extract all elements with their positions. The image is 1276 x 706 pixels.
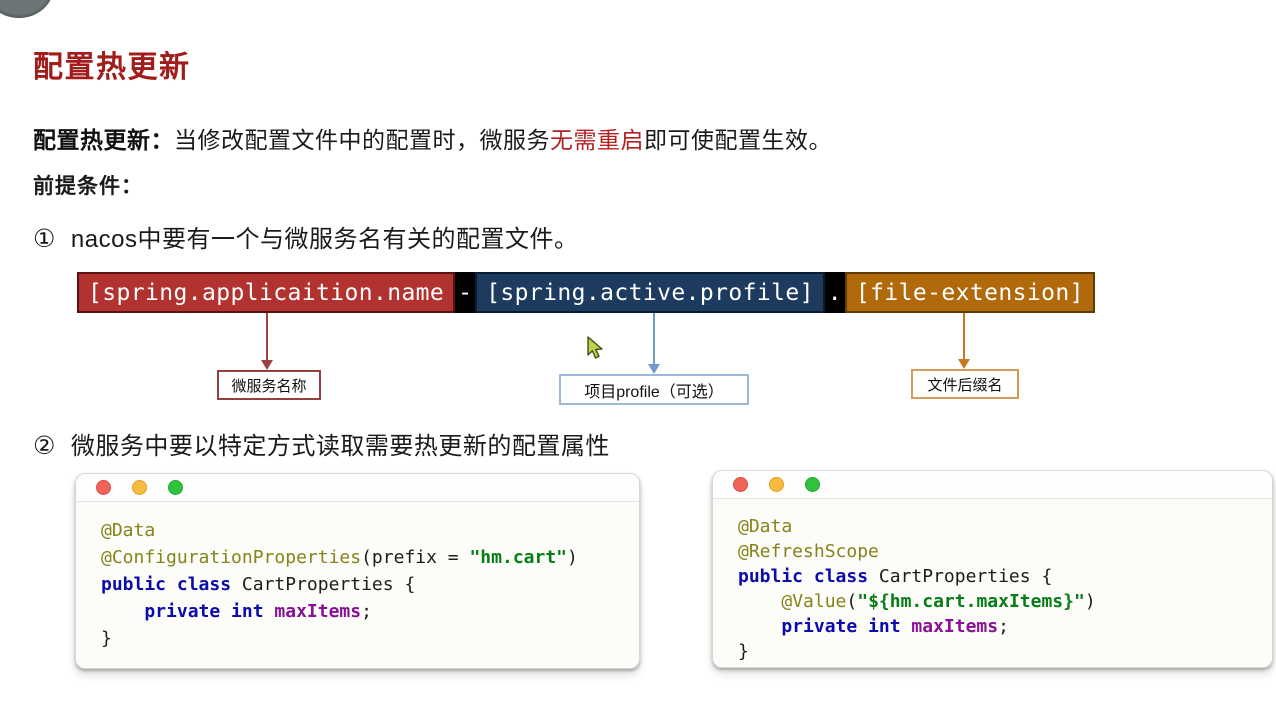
step-text: 微服务中要以特定方式读取需要热更新的配置属性 (70, 433, 610, 460)
filename-pattern-bar: [spring.applicaition.name-[spring.active… (77, 272, 1095, 313)
code-line: @RefreshScope (738, 541, 879, 562)
code-window-refresh-scope: @Data @RefreshScope public class CartPrope… (712, 470, 1273, 668)
callout-box-service-name: 微服务名称 (217, 370, 321, 400)
code-area: @Data @RefreshScope public class CartPrope… (713, 499, 1272, 664)
code-line: private int maxItems; (781, 616, 1009, 637)
no-restart-highlight: 无需重启 (550, 127, 644, 153)
arrow-head-icon (958, 359, 970, 369)
zoom-button[interactable] (168, 480, 183, 495)
step-item-1: ① nacos中要有一个与微服务名有关的配置文件。 (33, 219, 578, 254)
step-item-2: ② 微服务中要以特定方式读取需要热更新的配置属性 (33, 426, 610, 461)
filename-separator: - (455, 272, 476, 313)
arrow-head-icon (261, 360, 273, 370)
page-title: 配置热更新 (33, 51, 191, 84)
filename-separator: . (824, 272, 845, 313)
definition-text: 配置热更新：当修改配置文件中的配置时，微服务无需重启即可使配置生效。 (33, 121, 832, 155)
arrow-connector (653, 313, 655, 365)
minimize-button[interactable] (769, 477, 784, 492)
definition-term: 配置热更新： (33, 127, 174, 153)
code-line: private int maxItems; (144, 601, 372, 622)
code-line: } (738, 641, 749, 662)
code-line: @Data (101, 520, 156, 541)
arrow-connector (963, 313, 965, 359)
code-line: @Data (738, 516, 793, 537)
code-line: } (101, 628, 112, 649)
step-text: nacos中要有一个与微服务名有关的配置文件。 (70, 226, 579, 253)
window-titlebar (76, 474, 639, 502)
mouse-cursor-icon (587, 336, 603, 359)
close-button[interactable] (733, 477, 748, 492)
callout-box-file-extension: 文件后缀名 (911, 369, 1019, 399)
filename-segment: [spring.active.profile] (475, 272, 825, 313)
close-button[interactable] (96, 480, 111, 495)
step-number-icon: ① (33, 225, 56, 253)
code-window-configuration-properties: @Data @ConfigurationProperties(prefix = "… (75, 473, 640, 669)
minimize-button[interactable] (132, 480, 147, 495)
arrow-connector (266, 313, 268, 360)
webcam-overlay-fragment (0, 0, 54, 18)
filename-segment: [spring.applicaition.name (77, 272, 456, 313)
code-line: @Value("${hm.cart.maxItems}") (781, 591, 1096, 612)
step-number-icon: ② (33, 432, 56, 460)
definition-before: 当修改配置文件中的配置时，微服务 (174, 127, 550, 153)
arrow-head-icon (648, 364, 660, 374)
prerequisites-label: 前提条件： (33, 175, 143, 198)
definition-after: 即可使配置生效。 (644, 127, 832, 153)
code-area: @Data @ConfigurationProperties(prefix = "… (76, 502, 639, 652)
callout-box-profile: 项目profile（可选） (559, 374, 749, 405)
zoom-button[interactable] (805, 477, 820, 492)
window-titlebar (713, 471, 1272, 499)
filename-segment: [file-extension] (844, 272, 1095, 313)
code-line: public class CartProperties { (738, 566, 1053, 587)
code-line: @ConfigurationProperties(prefix = "hm.ca… (101, 547, 578, 568)
code-line: public class CartProperties { (101, 574, 416, 595)
